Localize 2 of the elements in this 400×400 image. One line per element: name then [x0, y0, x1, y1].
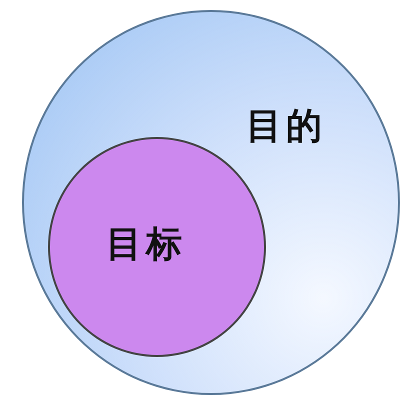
circle-label: 目标: [106, 227, 186, 263]
circle-label: 目的: [246, 109, 326, 145]
